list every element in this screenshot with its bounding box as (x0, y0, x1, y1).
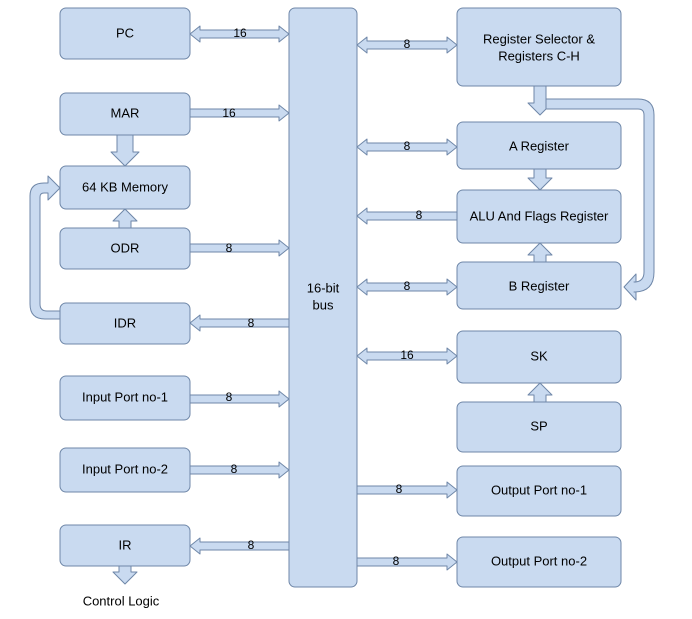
idr-box (59, 302, 191, 345)
bus-box (288, 7, 358, 588)
input2-bus-arrow (189, 461, 290, 479)
mar-label: MAR (111, 105, 140, 120)
odr-label: ODR (111, 240, 140, 255)
bus-label-line1: 16-bit (307, 280, 340, 295)
sp-sk-arrow (527, 382, 553, 403)
input1-width-label: 8 (226, 390, 233, 404)
idr-label: IDR (114, 315, 136, 330)
areg-alu-arrow (527, 168, 553, 191)
odr-width-label: 8 (226, 241, 233, 255)
regsel-breg-arrow (545, 98, 655, 301)
sk-width-label: 16 (400, 348, 414, 362)
memory-box (59, 165, 191, 210)
sp-label: SP (530, 418, 547, 433)
pc-label: PC (116, 25, 134, 40)
input2-box (59, 447, 191, 493)
bus-out2-arrow (356, 553, 458, 571)
odr-memory-arrow (112, 208, 138, 229)
alu-width-label: 8 (416, 208, 423, 222)
sp-box (456, 401, 622, 453)
odr-bus-arrow (189, 239, 290, 257)
bus-ir-arrow (189, 537, 290, 555)
alu-bus-arrow (356, 207, 458, 225)
mar-width-label: 16 (222, 106, 236, 120)
areg-box (456, 121, 622, 170)
breg-alu-arrow (527, 242, 553, 263)
regsel-width-label: 8 (404, 37, 411, 51)
out2-width-label: 8 (393, 554, 400, 568)
idr-width-label: 8 (248, 316, 255, 330)
out1-box (456, 465, 622, 517)
regsel-box (456, 7, 622, 87)
out2-box (456, 536, 622, 588)
input1-label: Input Port no-1 (82, 389, 168, 404)
bus-idr-arrow (189, 314, 290, 332)
out1-label: Output Port no-1 (491, 482, 587, 497)
breg-box (456, 261, 622, 310)
breg-width-label: 8 (404, 279, 411, 293)
alu-box (456, 189, 622, 244)
sk-label: SK (530, 348, 548, 363)
mar-box (59, 92, 191, 136)
out1-width-label: 8 (396, 482, 403, 496)
input2-width-label: 8 (231, 462, 238, 476)
mar-bus-arrow (189, 104, 290, 122)
ir-control-arrow (112, 565, 138, 585)
out2-label: Output Port no-2 (491, 553, 587, 568)
idr-memory-arrow (29, 175, 61, 320)
mar-memory-arrow (110, 134, 140, 167)
control-logic-label: Control Logic (83, 593, 160, 608)
input2-label: Input Port no-2 (82, 461, 168, 476)
pc-width-label: 16 (233, 26, 247, 40)
regsel-label-line1: Register Selector & (483, 31, 595, 46)
pc-box (59, 7, 191, 60)
sk-box (456, 330, 622, 384)
ir-label: IR (119, 537, 132, 552)
ir-box (59, 524, 191, 567)
input1-box (59, 375, 191, 421)
regsel-label-line2: Registers C-H (498, 48, 580, 63)
input1-bus-arrow (189, 390, 290, 408)
areg-width-label: 8 (404, 139, 411, 153)
odr-box (59, 227, 191, 270)
areg-label: A Register (509, 138, 570, 153)
bus-label-line2: bus (313, 297, 334, 312)
bus-out1-arrow (356, 481, 458, 499)
memory-label: 64 KB Memory (82, 179, 168, 194)
breg-label: B Register (509, 278, 570, 293)
alu-label: ALU And Flags Register (470, 208, 609, 223)
ir-width-label: 8 (248, 538, 255, 552)
